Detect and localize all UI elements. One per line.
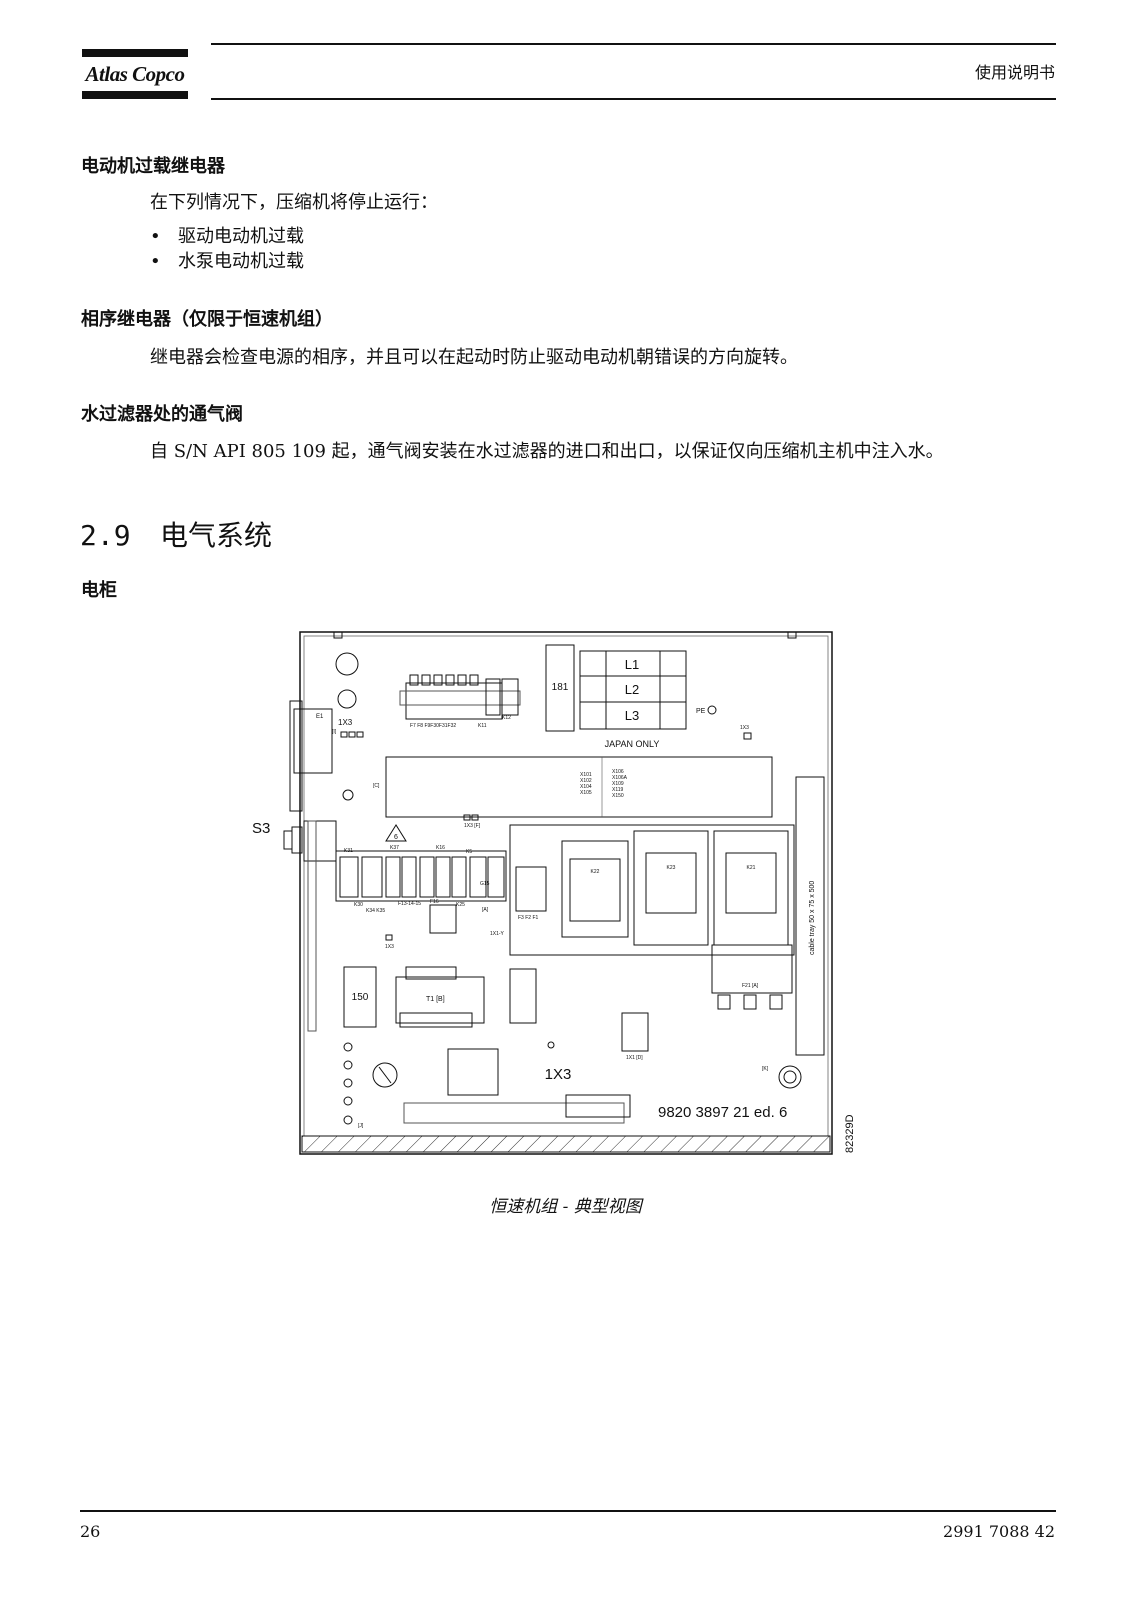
label-k22: K22 xyxy=(591,869,600,875)
label-f3-f2-f1: F3 F2 F1 xyxy=(518,915,539,921)
label-k25: K25 xyxy=(456,902,465,908)
label-1x1-d: 1X1 [D] xyxy=(626,1055,643,1061)
figure-caption: 恒速机组 - 典型视图 xyxy=(489,1197,642,1217)
label-1x3-right: 1X3 xyxy=(740,725,749,731)
warning-number: 6 xyxy=(394,834,398,841)
label-1x3-mid: 1X3 xyxy=(385,944,394,950)
label-l2: L2 xyxy=(625,682,639,697)
warning-triangle xyxy=(385,824,407,842)
label-f16: F16 xyxy=(430,899,439,905)
fuse-f21 xyxy=(711,944,793,994)
header-rule-top xyxy=(211,43,1056,45)
company-logo: Atlas Copco xyxy=(85,62,185,86)
label-1x3-f: 1X3 [F] xyxy=(464,823,481,829)
label-k12: K12 xyxy=(502,715,511,721)
section-heading-overload-relay: 电动机过载继电器 xyxy=(81,156,225,177)
label-f21: F21 [A] xyxy=(742,983,759,989)
label-150: 150 xyxy=(352,992,369,1003)
label-k21: K21 xyxy=(747,865,756,871)
label-k: [K] xyxy=(762,1066,769,1072)
label-pe: PE xyxy=(696,708,706,715)
label-a: [A] xyxy=(482,907,489,913)
cabinet-drawing: E1 [I] 1X3 F7 F8 F9F30F31F32 K11 K12 181… xyxy=(252,631,856,1155)
doc-number: 2991 7088 42 xyxy=(943,1522,1055,1541)
label-k37: K37 xyxy=(390,845,399,851)
earth-terminal xyxy=(707,705,717,715)
subheading-cabinet: 电柜 xyxy=(81,580,117,601)
footer-rule xyxy=(80,1510,1056,1512)
label-x109: X109 xyxy=(612,781,624,787)
label-k31: K31 xyxy=(344,848,353,854)
label-x102: X102 xyxy=(580,778,592,784)
chapter-title: 电气系统 xyxy=(160,519,273,552)
logo-bar-top xyxy=(82,49,188,57)
list-item-text: 驱动电动机过载 xyxy=(178,226,304,247)
cable-gland xyxy=(778,1065,802,1089)
section-text: 自 S/N API 805 109 起，通气阀安装在水过滤器的进口和出口，以保证… xyxy=(150,441,944,462)
label-k34-k35: K34 K35 xyxy=(366,908,385,914)
label-1x3-main: 1X3 xyxy=(545,1066,572,1083)
list-item: •驱动电动机过载 xyxy=(150,226,304,247)
label-x106a: X106A xyxy=(612,775,628,781)
section-heading-vent-valve: 水过滤器处的通气阀 xyxy=(81,404,243,425)
switch-s3 xyxy=(283,830,293,850)
label-l1: L1 xyxy=(625,657,639,672)
label-e1: E1 xyxy=(316,714,324,720)
chapter-heading: 2.9 电气系统 xyxy=(80,514,272,554)
contactor-k21 xyxy=(713,830,789,946)
label-x106: X106 xyxy=(612,769,624,775)
drawing-number: 9820 3897 21 ed. 6 xyxy=(658,1104,787,1121)
label-181: 181 xyxy=(552,682,569,693)
label-x101: X101 xyxy=(580,772,592,778)
header-rule-bottom xyxy=(211,98,1056,100)
label-1x1-y: 1X1-Y xyxy=(490,931,505,937)
label-k16: K16 xyxy=(436,845,445,851)
label-x119: X119 xyxy=(612,787,624,793)
logo-bar-bottom xyxy=(82,91,188,99)
label-cable-tray: cable tray 50 x 75 x 500 xyxy=(809,881,816,955)
label-1x3-top: 1X3 xyxy=(338,718,353,727)
label-x105: X105 xyxy=(580,790,592,796)
label-f13: F13-14-15 xyxy=(398,901,421,907)
label-x104: X104 xyxy=(580,784,592,790)
list-item: •水泵电动机过载 xyxy=(150,251,304,272)
cabinet-base xyxy=(301,1135,831,1153)
section-heading-phase-relay: 相序继电器（仅限于恒速机组） xyxy=(81,309,333,330)
label-k5: K5 xyxy=(466,849,472,855)
list-item-text: 水泵电动机过载 xyxy=(178,251,304,272)
label-k30: K30 xyxy=(354,902,363,908)
label-i: [I] xyxy=(332,729,337,735)
contactor-k22 xyxy=(561,840,629,938)
label-t1: T1 [B] xyxy=(426,996,445,1003)
controller-rail xyxy=(385,756,773,818)
cable-tray xyxy=(795,776,825,1056)
label-japan-only: JAPAN ONLY xyxy=(605,739,660,749)
contactor-k23 xyxy=(633,830,709,946)
label-s3: S3 xyxy=(252,820,270,837)
doc-type: 使用说明书 xyxy=(974,63,1055,82)
section-text: 继电器会检查电源的相序，并且可以在起动时防止驱动电动机朝错误的方向旋转。 xyxy=(150,347,798,368)
round-knockout xyxy=(335,652,359,676)
figure-id: 82329D xyxy=(844,1114,856,1153)
page-number: 26 xyxy=(80,1522,101,1541)
contactor-panel xyxy=(509,824,795,956)
label-g15: G15 xyxy=(480,881,490,887)
label-fuses-top: F7 F8 F9F30F31F32 xyxy=(410,723,456,729)
relay-rail xyxy=(335,850,507,902)
chapter-number: 2.9 xyxy=(80,519,131,552)
label-k11: K11 xyxy=(478,723,487,729)
label-j: [J] xyxy=(358,1123,364,1129)
round-knockout xyxy=(337,689,357,709)
section-intro: 在下列情况下，压缩机将停止运行： xyxy=(150,192,438,213)
label-k23: K23 xyxy=(667,865,676,871)
cabinet-frame xyxy=(299,631,833,1155)
label-x150: X150 xyxy=(612,793,624,799)
transformer-t1 xyxy=(395,976,485,1024)
label-l3: L3 xyxy=(625,708,639,723)
label-c: [C] xyxy=(373,783,380,789)
